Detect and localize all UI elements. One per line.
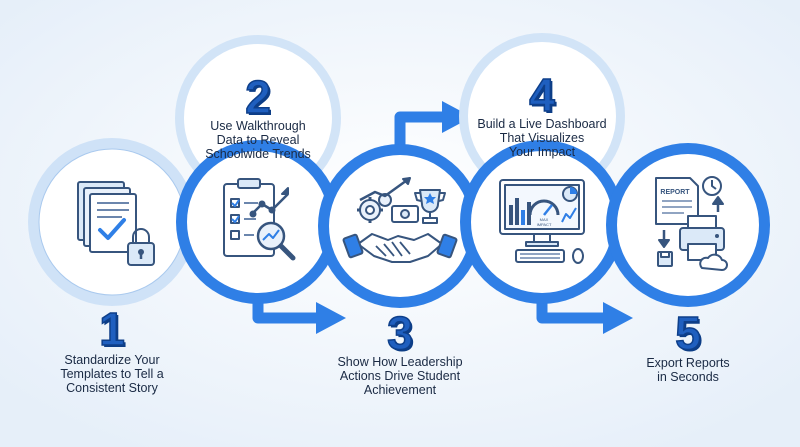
- clipboard-chart-magnifier-icon: [223, 178, 296, 261]
- monitor-dashboard-icon: MAX IMPACT: [499, 179, 585, 264]
- step-1-label-line-1: Standardize Your: [64, 353, 160, 367]
- circle-3: [318, 144, 482, 308]
- step-4-number: 4: [528, 69, 555, 121]
- step-3-number: 3: [386, 307, 413, 359]
- step-5-number: 5: [674, 307, 701, 359]
- report-printer-icon: REPORT: [655, 176, 728, 271]
- step-1-label-line-3: Consistent Story: [66, 381, 158, 395]
- step-3-label: Show How Leadership Actions Drive Studen…: [315, 355, 485, 397]
- step-1-label: Standardize Your Templates to Tell a Con…: [27, 353, 197, 395]
- step-4-label-line-3: Your Impact: [508, 145, 576, 159]
- step-3-label-line-3: Achievement: [363, 383, 437, 397]
- step-3-label-line-1: Show How Leadership: [337, 355, 463, 369]
- step-2-label-line-1: Use Walkthrough: [210, 119, 306, 133]
- step-2-label-line-3: Schoolwide Trends: [205, 147, 311, 161]
- step-4-label-line-2: That Visualizes: [499, 131, 585, 145]
- step-1-label-line-2: Templates to Tell a: [60, 367, 164, 381]
- step-2-label-line-2: Data to Reveal: [216, 133, 300, 147]
- step-2-number: 2: [244, 71, 271, 123]
- step-1-number: 1: [98, 303, 125, 355]
- arrowhead-2-to-3: [316, 302, 346, 334]
- arrowhead-4-to-5: [603, 302, 633, 334]
- arrow-heads: [316, 101, 633, 334]
- step-5-label-line-2: in Seconds: [657, 370, 719, 384]
- arrowhead-3-to-4: [442, 101, 472, 133]
- handshake-trophy-icon: [342, 176, 458, 263]
- gauge-text-impact: IMPACT: [537, 222, 552, 227]
- step-5-label: Export Reports in Seconds: [603, 356, 773, 384]
- step-2-label: Use Walkthrough Data to Reveal Schoolwid…: [173, 119, 343, 161]
- gauge-text-max: MAX: [540, 217, 549, 222]
- step-5-label-line-1: Export Reports: [646, 356, 730, 370]
- document-stack-lock-icon: [77, 181, 155, 266]
- step-3-label-line-2: Actions Drive Student: [339, 369, 461, 383]
- report-text: REPORT: [660, 189, 690, 196]
- step-4-label: Build a Live Dashboard That Visualizes Y…: [457, 117, 627, 159]
- step-4-label-line-1: Build a Live Dashboard: [477, 117, 607, 131]
